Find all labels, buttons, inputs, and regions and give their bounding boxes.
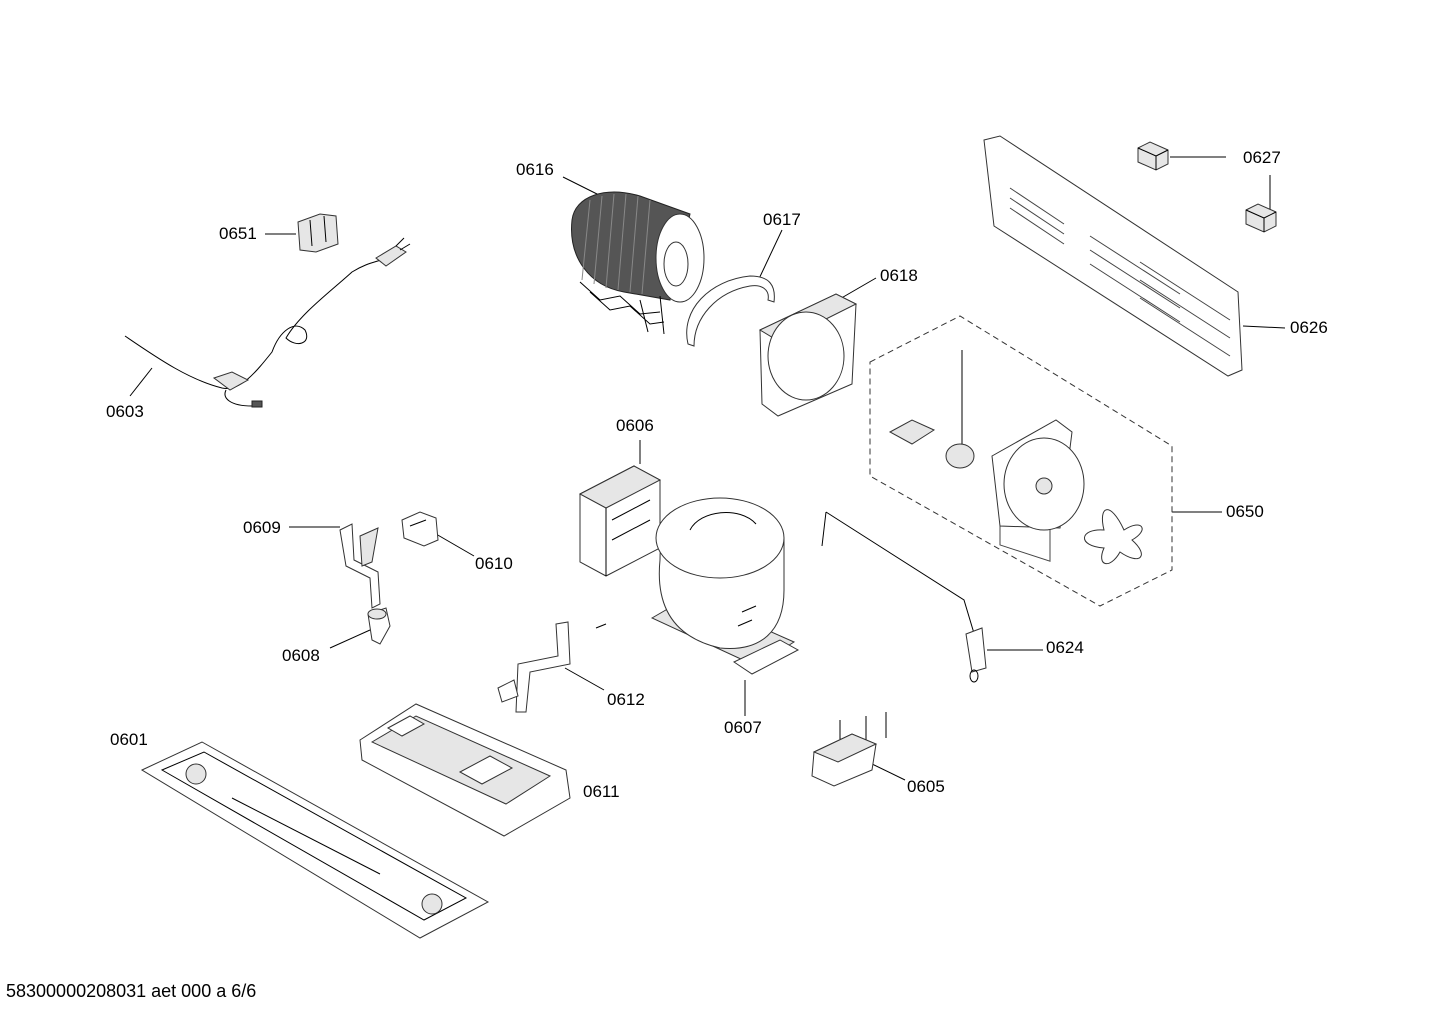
- label-0624: 0624: [1046, 638, 1084, 657]
- part-0610-bracket: [401, 511, 439, 547]
- leader-lines: [129, 156, 1286, 781]
- label-0650: 0650: [1226, 502, 1264, 521]
- label-0616: 0616: [516, 160, 554, 179]
- label-0606: 0606: [616, 416, 654, 435]
- label-0608: 0608: [282, 646, 320, 665]
- part-0651-clip: [297, 213, 339, 253]
- label-0627: 0627: [1243, 148, 1281, 167]
- drawing-reference-footer: 58300000208031 aet 000 a 6/6: [6, 981, 257, 1001]
- part-0608-valve: [367, 607, 391, 645]
- part-0601-base-plate: [140, 741, 490, 939]
- part-0650-fan-assembly: [869, 315, 1173, 607]
- part-0616-condenser: [571, 191, 705, 335]
- part-0605-valve-block: [811, 712, 887, 787]
- label-0601: 0601: [110, 730, 148, 749]
- part-0607-compressor: [650, 497, 800, 675]
- part-0609-tube: [339, 523, 381, 609]
- part-0618-shroud: [758, 293, 858, 417]
- part-0617-bracket: [686, 275, 775, 347]
- label-0605: 0605: [907, 777, 945, 796]
- label-0603: 0603: [106, 402, 144, 421]
- part-0627-blocks: [1137, 141, 1277, 233]
- label-0611: 0611: [583, 782, 620, 801]
- label-0612: 0612: [607, 690, 645, 709]
- part-0612-pipe: [497, 621, 607, 713]
- label-0626: 0626: [1290, 318, 1328, 337]
- label-0609: 0609: [243, 518, 281, 537]
- label-0651: 0651: [219, 224, 257, 243]
- label-0607: 0607: [724, 718, 762, 737]
- part-0603-cable: [124, 237, 411, 408]
- label-0610: 0610: [475, 554, 513, 573]
- part-0611-tray: [359, 703, 571, 837]
- label-0617: 0617: [763, 210, 801, 229]
- part-0624-rod: [821, 511, 987, 683]
- part-0606-relay: [578, 465, 662, 577]
- label-0618: 0618: [880, 266, 918, 285]
- part-0626-panel: [983, 135, 1243, 562]
